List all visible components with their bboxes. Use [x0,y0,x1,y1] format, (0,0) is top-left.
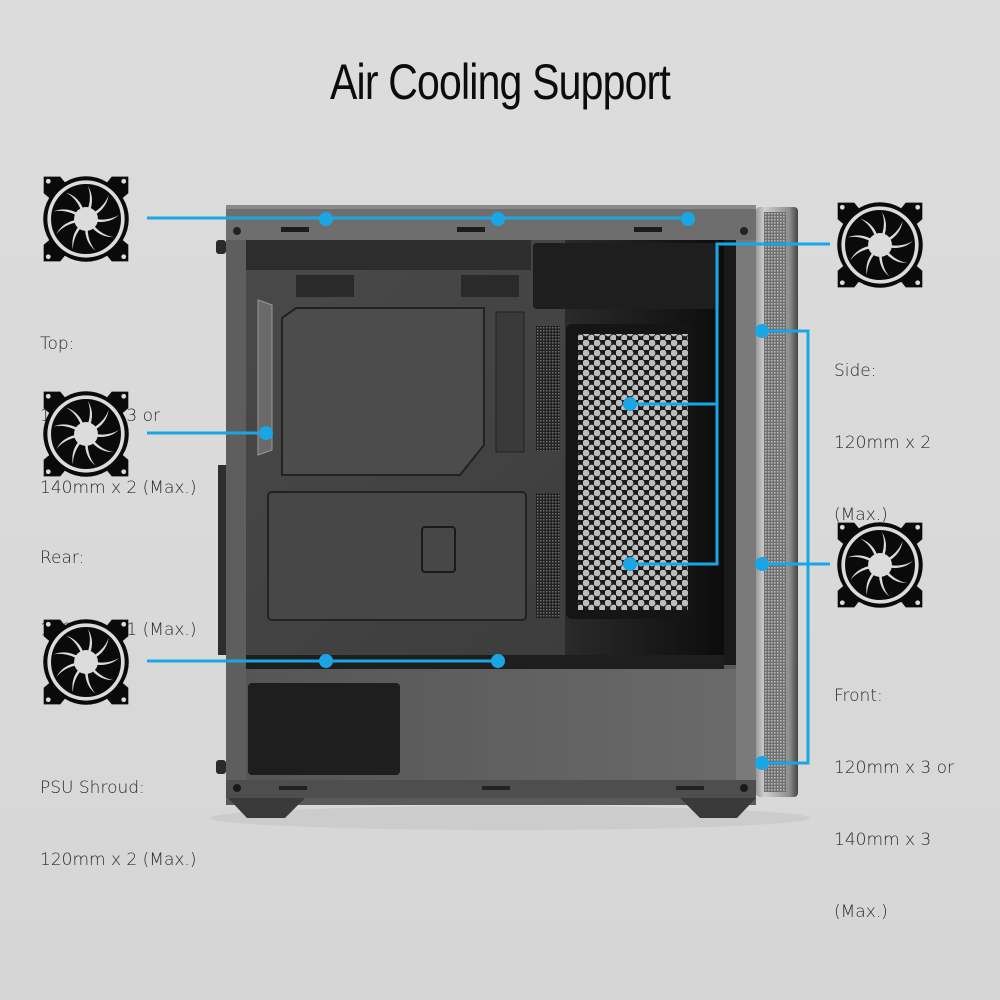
label-line: 120mm x 2 [834,433,932,453]
label-line: 140mm x 3 [834,830,932,850]
label-heading: PSU Shroud: [40,778,145,798]
fan-icon [40,388,132,480]
label-heading: Side: [834,361,877,381]
page-title: Air Cooling Support [330,54,671,110]
label-heading: Top: [40,334,75,354]
label-line: 120mm x 3 or [834,758,955,778]
fan-label-psu-shroud: PSU Shroud: 120mm x 2 (Max.) [40,728,196,920]
fan-label-front: Front: 120mm x 3 or 140mm x 3 (Max.) [834,636,954,972]
fan-icon [834,519,926,611]
label-line: (Max.) [834,505,888,525]
fan-icon [834,199,926,291]
fan-icon [40,616,132,708]
label-heading: Rear: [40,548,85,568]
label-line: 120mm x 2 (Max.) [40,850,197,870]
label-line: (Max.) [834,902,888,922]
fan-label-side: Side: 120mm x 2 (Max.) [834,311,931,575]
label-heading: Front: [834,686,883,706]
label-line: 140mm x 2 (Max.) [40,478,197,498]
fan-icon [40,173,132,265]
